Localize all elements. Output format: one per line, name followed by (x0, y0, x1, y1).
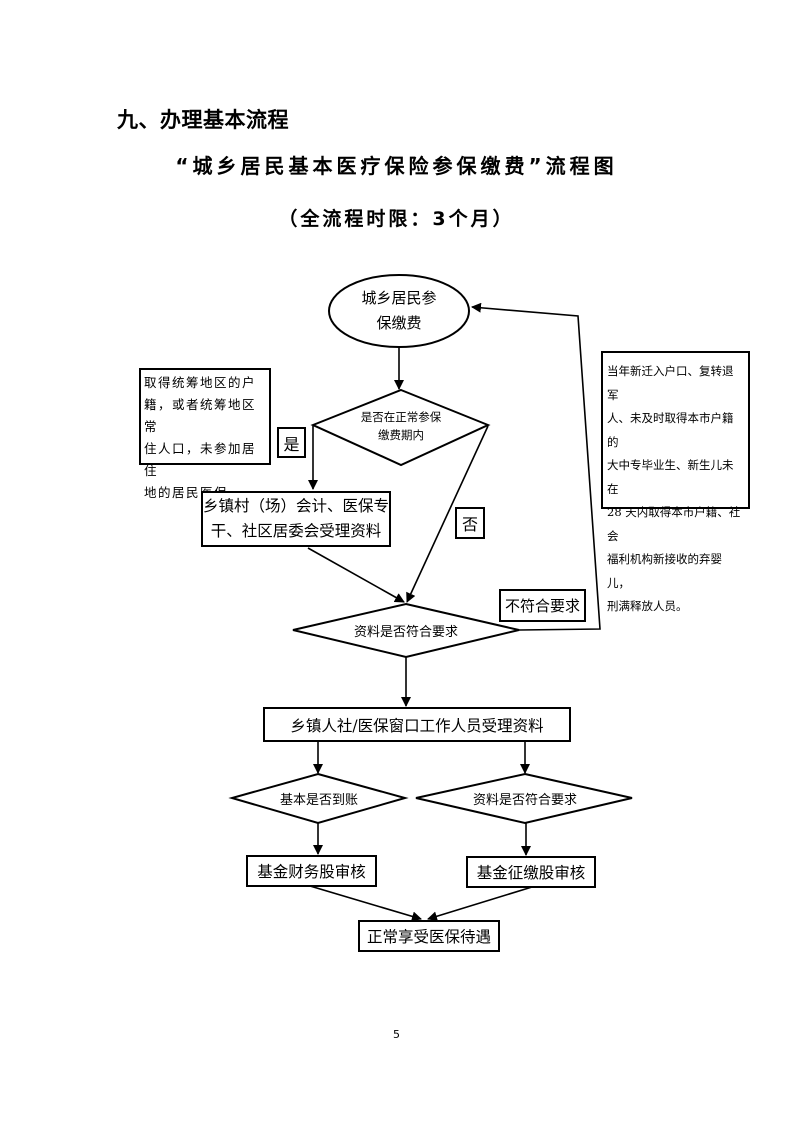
start-line2: 保缴费 (376, 314, 422, 332)
note-eligible-conditions: 取得统筹地区的户 籍，或者统筹地区常 住人口，未参加居住 地的居民医保。 (139, 368, 271, 500)
note-right-line: 大中专毕业生、新生儿未在 (607, 458, 734, 496)
process-finance-node: 基金财务股审核 (246, 855, 377, 887)
start-line1: 城乡居民参 (361, 289, 437, 307)
note-right-line: 当年新迁入户口、复转退军 (607, 364, 734, 402)
edge-collect-to-end (427, 886, 533, 922)
decision-docs2-node: 资料是否符合要求 (472, 792, 577, 808)
decision-period-line1: 是否在正常参保 (360, 410, 442, 424)
section-title: 九、办理基本流程 (117, 108, 289, 132)
note-right-line: 28 天内取得本市户籍、社会 (607, 505, 741, 543)
flowchart-subtitle: （全流程时限：3个月） (278, 208, 515, 230)
edge-docs-fail-loop (471, 302, 601, 631)
decision-docs-node: 资料是否符合要求 (353, 624, 458, 640)
flowchart-title: “城乡居民基本医疗保险参保缴费”流程图 (175, 154, 618, 178)
process-village-line1: 乡镇村（场）会计、医保专 (203, 497, 390, 515)
edge-label-no: 否 (455, 507, 485, 539)
note-right-line: 人、未及时取得本市户籍的 (607, 411, 734, 449)
decision-period-node: 是否在正常参保 缴费期内 (340, 407, 462, 445)
note-special-groups: 当年新迁入户口、复转退军 人、未及时取得本市户籍的 大中专毕业生、新生儿未在 2… (601, 351, 750, 613)
process-village-node: 乡镇村（场）会计、医保专 干、社区居委会受理资料 (201, 491, 391, 547)
decision-period-diamond (310, 388, 491, 467)
edge-label-yes: 是 (277, 427, 306, 458)
note-right-line: 刑满释放人员。 (607, 599, 688, 613)
decision-docs2-diamond (415, 772, 633, 825)
note-left-line: 取得统筹地区的户 (144, 375, 257, 390)
decision-period-line2: 缴费期内 (378, 428, 424, 442)
note-left-line: 籍，或者统筹地区常 (144, 397, 257, 434)
edge-label-not-meet: 不符合要求 (499, 589, 586, 622)
edge-village-to-docs (307, 547, 405, 603)
end-node: 正常享受医保待遇 (358, 920, 500, 952)
decision-paid-node: 基本是否到账 (279, 792, 358, 808)
process-window-node: 乡镇人社/医保窗口工作人员受理资料 (263, 707, 571, 742)
edge-finance-to-end (309, 885, 422, 922)
page-number: 5 (393, 1028, 400, 1041)
edge-period-no-to-docs (406, 425, 489, 603)
process-collect-node: 基金征缴股审核 (466, 856, 596, 888)
note-left-line: 住人口，未参加居住 (144, 441, 257, 478)
start-node: 城乡居民参 保缴费 (340, 284, 458, 338)
process-village-line2: 干、社区居委会受理资料 (210, 522, 382, 540)
note-right-line: 福利机构新接收的弃婴儿， (607, 552, 722, 590)
